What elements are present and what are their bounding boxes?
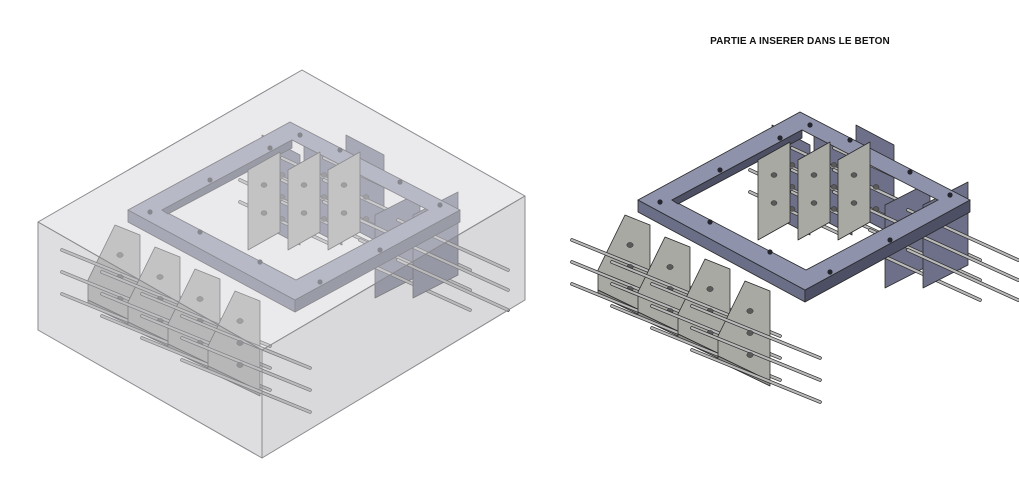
back-plate-hole [830,162,838,168]
front-plate-hole [746,330,754,336]
frame-bolt-hole [777,135,783,141]
inner-plate-hole [850,172,858,178]
concrete-block-right-face [261,195,526,459]
inner-plate-hole [770,172,778,178]
frame-bolt-hole [827,269,833,275]
view-embedded-in-concrete [37,69,526,459]
frame-bolt-hole [767,249,773,255]
frame-bolt-hole [807,122,813,128]
front-plate-hole [706,286,714,292]
back-plate-hole [830,206,838,212]
inner-anchor-plate [757,141,791,241]
front-plate-hole [746,352,754,358]
front-plate-hole [746,308,754,314]
frame-bolt-hole [717,167,723,173]
front-plate-hole [666,264,674,270]
right-anchor-rod-highlight [906,248,1019,302]
front-anchor-rod-highlight [690,326,822,382]
front-anchor-rod-highlight [690,348,822,404]
inner-anchor-plate [797,141,831,241]
front-anchor-rod-highlight [690,304,822,360]
right-anchor-rod-highlight [906,228,1019,282]
frame-bolt-hole [847,137,853,143]
inner-plate-hole [810,200,818,206]
view-insert-only [570,111,1019,404]
frame-bolt-hole [887,237,893,243]
inner-plate-hole [850,200,858,206]
back-plate-hole [830,184,838,190]
frame-bolt-hole [907,169,913,175]
inner-plate-hole [810,172,818,178]
frame-bolt-hole [707,219,713,225]
back-plate-hole [872,184,880,190]
front-plate-hole [626,242,634,248]
frame-bolt-hole [657,199,663,205]
drawing-caption: PARTIE A INSERER DANS LE BETON [710,36,890,47]
inner-plate-hole [770,200,778,206]
frame-bolt-hole [947,192,953,198]
inner-anchor-plate [837,141,871,241]
frame-inner-wall [671,129,803,205]
